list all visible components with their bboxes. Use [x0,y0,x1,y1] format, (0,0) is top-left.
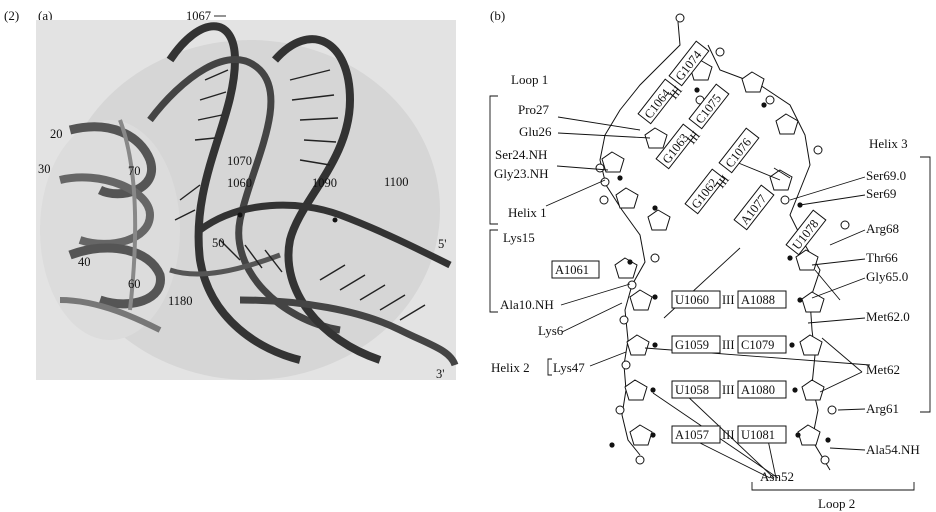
residue-thr66: Thr66 [866,250,898,265]
nucleotide-g1059: G1059 [671,335,721,354]
rna-backbone-schematic [595,13,850,471]
residue-asn52: Asn52 [760,469,794,484]
helix-1-label: Helix 1 [508,205,547,220]
svg-text:III: III [722,293,735,307]
nucleotide-a1077: A1077 [733,184,775,231]
label-30: 30 [38,162,51,176]
residue-lys6: Lys6 [538,323,564,338]
residue-gly23nh: Gly23.NH [494,166,549,181]
nucleotide-u1060: U1060 [671,290,721,309]
svg-text:A1080: A1080 [741,383,775,397]
helix-3-label: Helix 3 [869,136,908,151]
label-40: 40 [78,255,91,269]
svg-text:G1059: G1059 [675,338,709,352]
nucleotide-a1057: A1057 [671,425,721,444]
helix3-bracket [920,156,931,413]
ribbon-structure-illustration [36,20,459,380]
helix-2-label: Helix 2 [491,360,530,375]
residue-ser69: Ser69 [866,186,896,201]
label-1180: 1180 [168,294,193,308]
svg-text:III: III [722,383,735,397]
residue-lys15: Lys15 [503,230,535,245]
label-1090: 1090 [312,176,337,190]
svg-text:U1081: U1081 [741,428,775,442]
nucleotide-u1078: U1078 [785,209,827,256]
residue-ser24nh: Ser24.NH [495,147,547,162]
svg-text:U1060: U1060 [675,293,709,307]
residue-ala10nh: Ala10.NH [500,297,554,312]
nucleotide-c1076: C1076 [718,127,760,174]
nucleotide-c1079: C1079 [737,335,787,354]
nucleotide-a1080: A1080 [737,380,787,399]
loop-2-label: Loop 2 [818,496,855,511]
residue-glu26: Glu26 [519,124,552,139]
residue-pro27: Pro27 [518,102,550,117]
figure-number: (2) [4,8,19,23]
loop2-bracket [751,482,915,491]
svg-text:A1061: A1061 [555,263,589,277]
residue-arg68: Arg68 [866,221,899,236]
svg-text:A1088: A1088 [741,293,775,307]
residue-met62: Met62 [866,362,900,377]
stem-pair-marks: III III III III [722,293,735,442]
loop-1-label: Loop 1 [511,72,548,87]
label-70: 70 [128,164,141,178]
svg-text:U1058: U1058 [675,383,709,397]
label-1070: 1070 [227,154,252,168]
svg-text:III: III [722,338,735,352]
panel-a-label: (a) [38,8,52,23]
label-50: 50 [212,236,225,250]
label-60: 60 [128,277,141,291]
label-20: 20 [50,127,63,141]
label-1060: 1060 [227,176,252,190]
nucleotide-a1088: A1088 [737,290,787,309]
label-1100: 1100 [384,175,409,189]
svg-text:C1079: C1079 [741,338,774,352]
svg-text:III: III [722,428,735,442]
residue-met62-0: Met62.0 [866,309,910,324]
nucleotide-u1081: U1081 [737,425,787,444]
svg-text:A1057: A1057 [675,428,709,442]
label-5-prime: 5' [438,237,447,251]
nucleotide-u1058: U1058 [671,380,721,399]
label-1067: 1067 [186,9,211,23]
helix2-bracket [547,358,552,376]
residue-arg61: Arg61 [866,401,899,416]
residue-ser69-0: Ser69.0 [866,168,906,183]
nucleotide-a1061: A1061 [551,260,600,279]
residue-ala54nh: Ala54.NH [866,442,920,457]
panel-b-label: (b) [490,8,505,23]
loop1-bracket [489,95,498,225]
helix1-bracket [489,229,498,313]
residue-lys47: Lys47 [553,360,585,375]
residue-gly65-0: Gly65.0 [866,269,908,284]
region-brackets [489,95,931,491]
label-3-prime: 3' [436,367,445,381]
